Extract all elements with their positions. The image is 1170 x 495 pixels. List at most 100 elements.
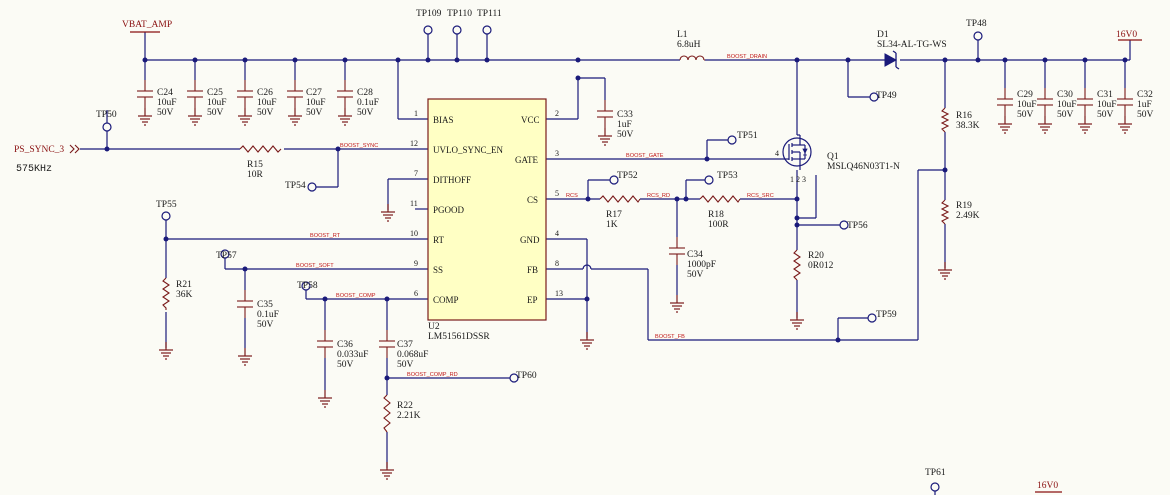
pin-pgood: PGOOD [433,205,465,215]
testpoint-tp109[interactable]: TP109 [416,9,442,35]
pin-gnd: GND [520,235,540,245]
cap-c29[interactable]: C29 10uF 50V [996,87,1037,134]
svg-text:50V: 50V [1017,110,1034,120]
testpoint-tp52[interactable]: TP52 [609,171,638,185]
pin-ss: SS [433,265,443,275]
ic-body [427,98,547,321]
ic-value: LM51561DSSR [428,332,490,342]
testpoint-tp49[interactable]: TP49 [869,91,897,102]
res-r19[interactable]: R19 2.49K [937,199,980,280]
svg-text:10uF: 10uF [257,98,277,108]
svg-text:0.033uF: 0.033uF [337,350,368,360]
diode-icon [884,53,898,67]
net-labels: BOOST_DRAIN BOOST_SYNC BOOST_GATE RCS RC… [296,54,774,378]
pin-num-3: 3 [555,149,559,158]
inductor-l1[interactable]: L1 6.8uH [677,30,705,61]
testpoint-tp110[interactable]: TP110 [447,9,472,35]
ic-u2[interactable]: BIAS UVLO_SYNC_EN DITHOFF PGOOD RT SS CO… [410,98,563,342]
power-16v0-bottom: 16V0 [1035,481,1062,493]
mosfet-q1[interactable]: 4 1 2 3 Q1 MSLQ46N03T1-N [775,134,900,184]
testpoint-tp60[interactable]: TP60 [509,371,537,383]
testpoint-tp54[interactable]: TP54 [285,181,317,192]
svg-text:C37: C37 [397,340,413,350]
net-boost-drain: BOOST_DRAIN [727,54,767,60]
res-r18[interactable]: R18 100R [699,195,741,230]
testpoint-tp57[interactable]: TP57 [216,249,237,261]
svg-text:C32: C32 [1137,90,1153,100]
svg-text:50V: 50V [357,108,374,118]
svg-text:50V: 50V [207,108,224,118]
cap-c31[interactable]: C31 10uF 50V [1076,87,1117,134]
net-boost-soft: BOOST_SOFT [296,263,334,269]
testpoint-tp53[interactable]: TP53 [704,171,738,185]
svg-text:TP54: TP54 [285,181,306,191]
net-boost-comp: BOOST_COMP [336,293,376,299]
cap-c37[interactable]: C37 0.068uF 50V [378,329,428,370]
cap-c24[interactable]: C24 10uF 50V [136,79,177,126]
svg-text:10uF: 10uF [306,98,326,108]
testpoint-tp56[interactable]: TP56 [839,220,868,231]
svg-text:C26: C26 [257,88,273,98]
pin-vcc: VCC [521,115,540,125]
testpoint-tp55[interactable]: TP55 [156,200,177,221]
cap-c26[interactable]: C26 10uF 50V [236,79,277,126]
res-r21[interactable]: R21 36K [158,277,193,360]
svg-text:C28: C28 [357,88,373,98]
cap-c36[interactable]: C36 0.033uF 50V [316,329,368,408]
out-16v0-bottom-label: 16V0 [1037,481,1058,491]
res-r20[interactable]: R20 0R012 [789,249,834,330]
testpoint-tp48[interactable]: TP48 [966,19,987,41]
svg-text:D1: D1 [877,30,889,40]
cap-c33[interactable]: C33 1uF 50V [596,99,634,146]
testpoint-tp59[interactable]: TP59 [867,310,897,323]
cap-c28[interactable]: C28 0.1uF 50V [336,79,379,126]
ground-dithoff [380,203,396,222]
svg-text:1uF: 1uF [1137,100,1152,110]
svg-text:C25: C25 [207,88,223,98]
svg-text:R18: R18 [708,210,724,220]
svg-text:R17: R17 [606,210,622,220]
res-r22[interactable]: R22 2.21K [379,394,421,480]
svg-text:C34: C34 [687,250,703,260]
svg-text:10uF: 10uF [157,98,177,108]
res-r17[interactable]: R17 1K [599,195,641,230]
cap-c32[interactable]: C32 1uF 50V [1116,87,1154,134]
pin-num-13: 13 [555,289,563,298]
ic-ref: U2 [428,322,440,332]
net-boost-rt: BOOST_RT [310,233,341,239]
sync-freq-label: 575KHz [16,164,52,175]
cap-c30[interactable]: C30 10uF 50V [1036,87,1077,134]
svg-text:1000pF: 1000pF [687,260,716,270]
cap-c27[interactable]: C27 10uF 50V [286,79,326,126]
port-arrow-icon [69,144,80,154]
svg-text:TP110: TP110 [447,9,472,19]
svg-text:10uF: 10uF [207,98,227,108]
testpoint-tp61[interactable]: TP61 [925,468,946,495]
cap-c35[interactable]: C35 0.1uF 50V [236,289,279,366]
svg-text:TP50: TP50 [96,110,117,120]
testpoint-tp111[interactable]: TP111 [477,9,502,35]
svg-text:TP59: TP59 [876,310,897,320]
svg-text:TP55: TP55 [156,200,177,210]
res-r15[interactable]: R15 10R [239,145,282,180]
svg-text:R21: R21 [176,280,192,290]
diode-d1[interactable]: D1 SL34-AL-TG-WS [877,30,947,70]
testpoint-tp50[interactable]: TP50 [96,110,117,132]
svg-text:50V: 50V [617,130,634,140]
pin-bias: BIAS [433,115,454,125]
svg-text:Q1: Q1 [827,152,839,162]
testpoint-tp58[interactable]: TP58 [297,281,318,291]
sync-port[interactable]: PS_SYNC_3 575KHz [14,144,80,175]
testpoint-tp51[interactable]: TP51 [727,131,758,145]
svg-text:C24: C24 [157,88,173,98]
res-r16[interactable]: R16 38.3K [940,107,980,133]
svg-text:R19: R19 [956,201,972,211]
cap-c34[interactable]: C34 1000pF 50V [668,236,716,313]
power-16v0-top: 16V0 [1116,30,1142,41]
cap-c25[interactable]: C25 10uF 50V [186,79,227,126]
svg-text:C27: C27 [306,88,322,98]
svg-text:50V: 50V [397,360,414,370]
pin-num-5: 5 [555,189,559,198]
svg-text:C29: C29 [1017,90,1033,100]
svg-text:TP109: TP109 [416,9,442,19]
